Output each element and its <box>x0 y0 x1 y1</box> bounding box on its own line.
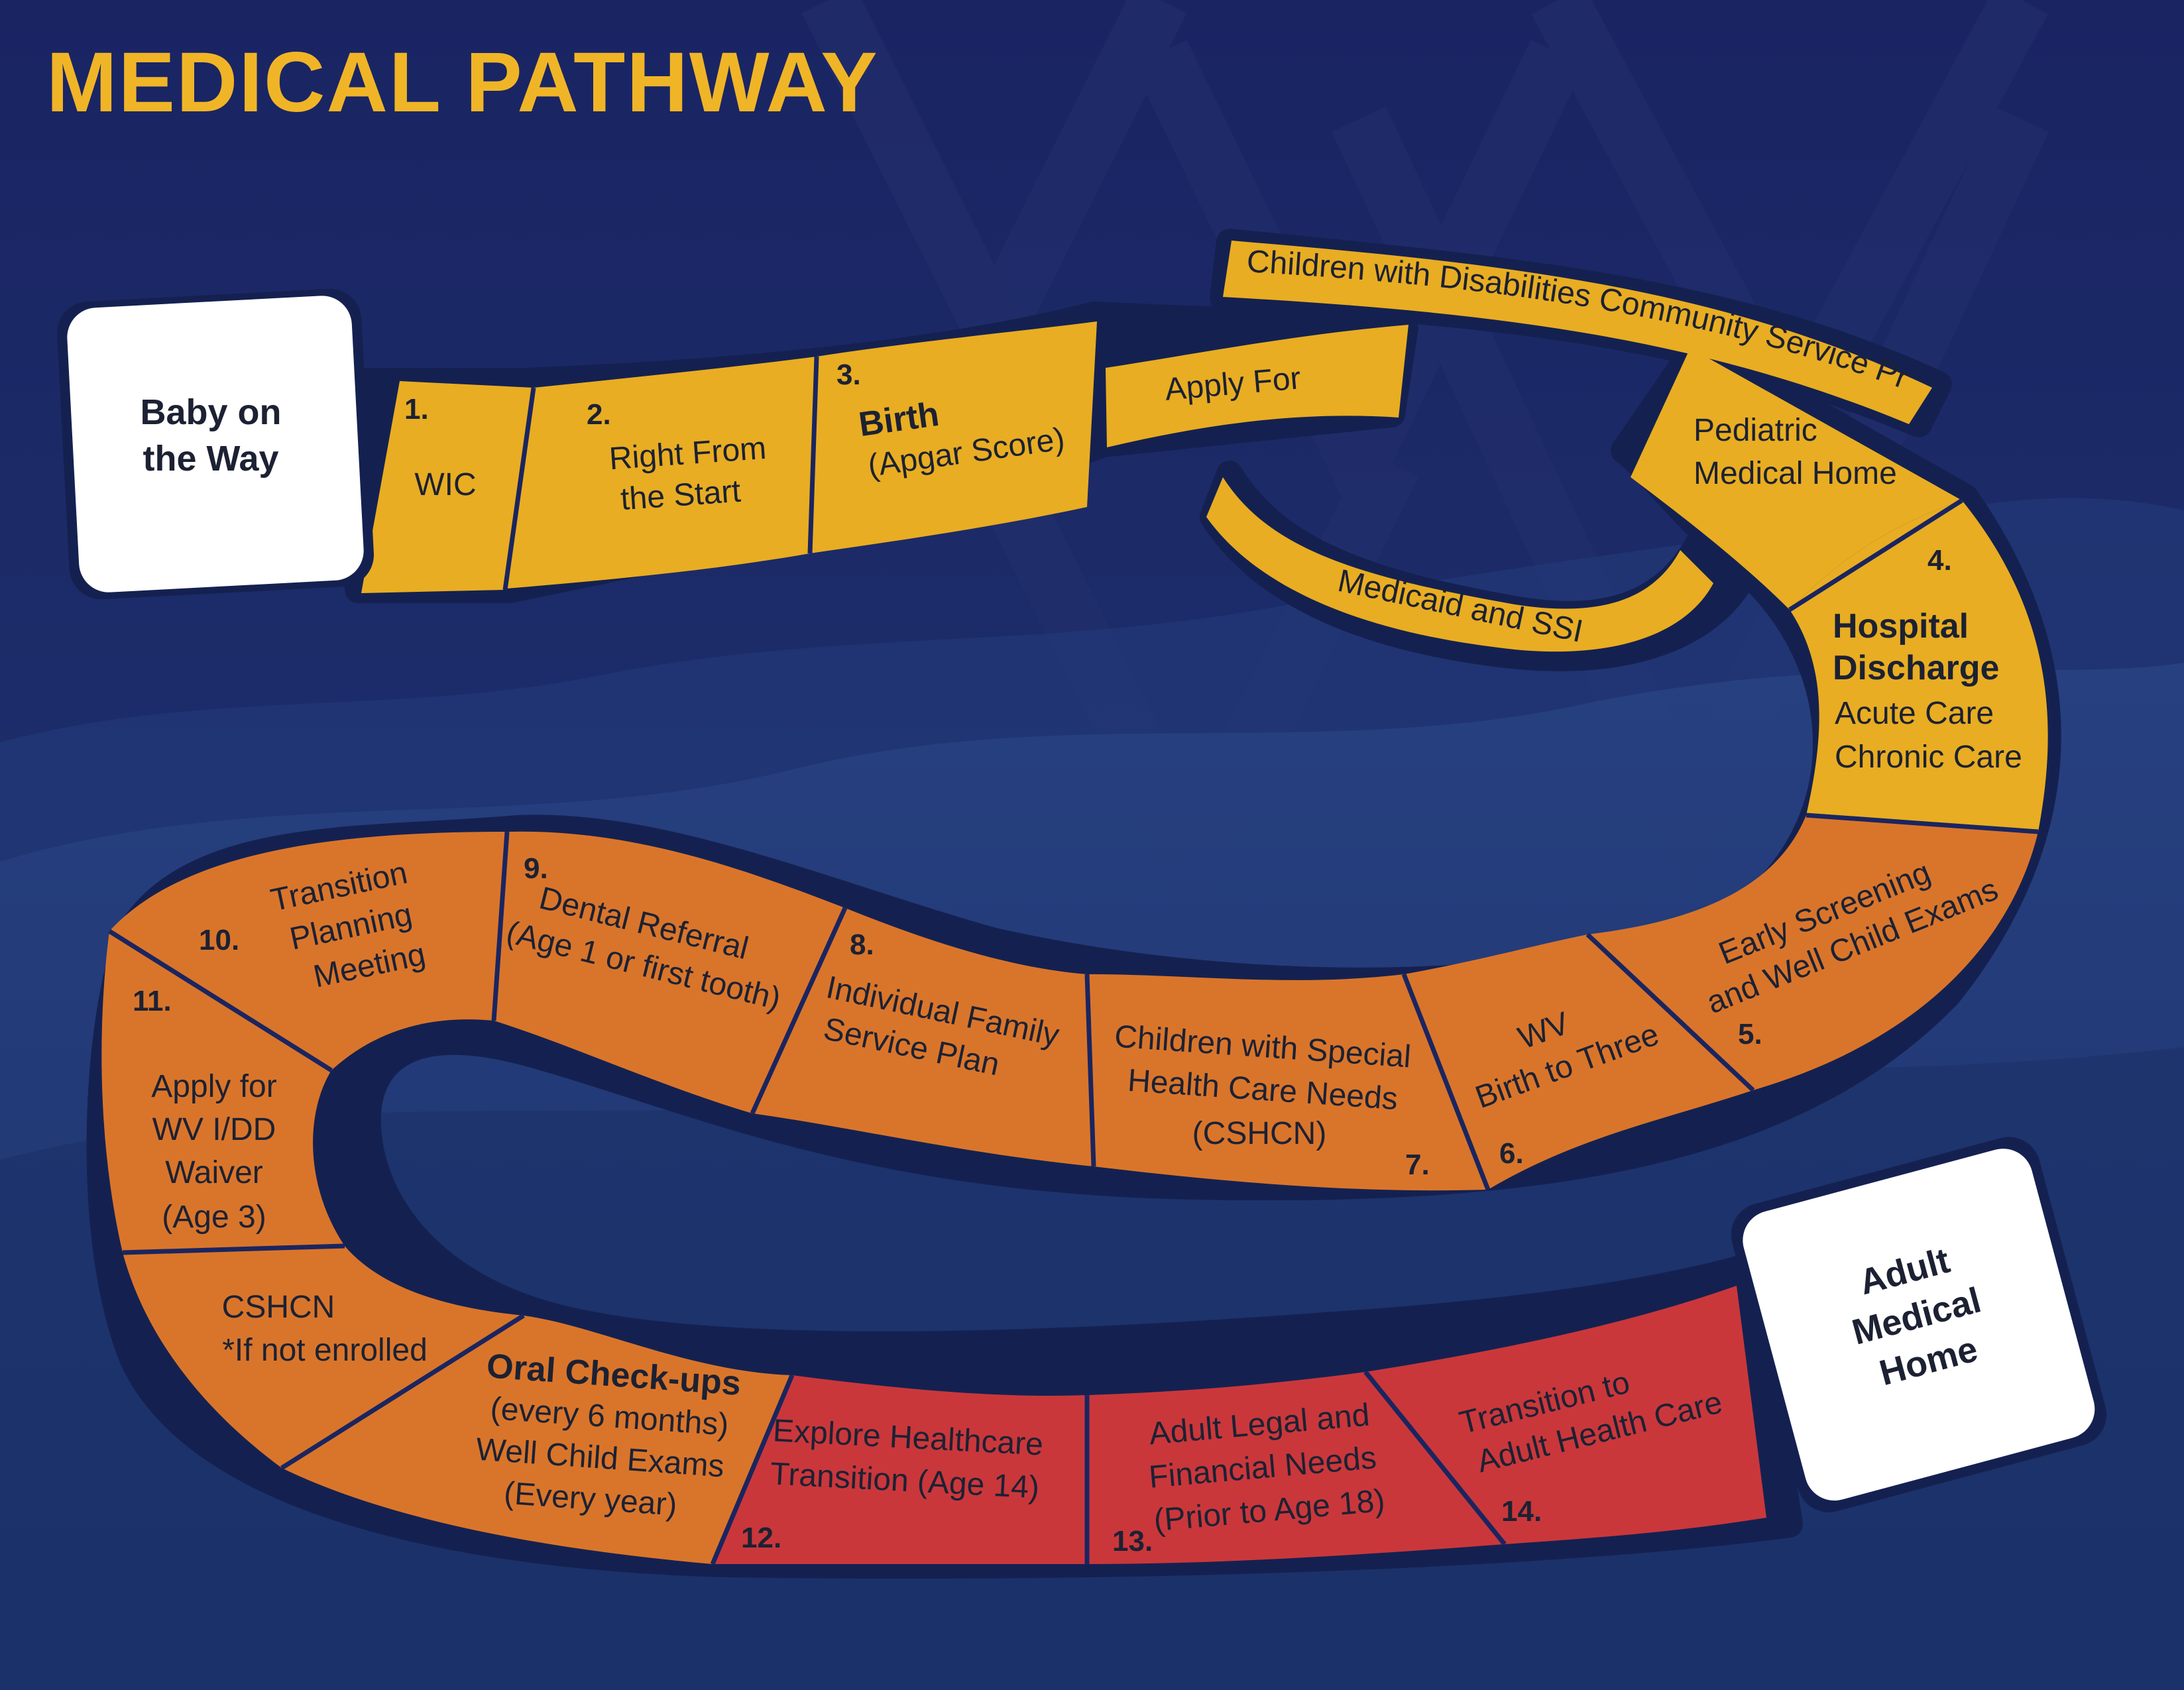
step-11-number: 11. <box>133 985 172 1017</box>
branch-apply-for[interactable] <box>1106 325 1408 447</box>
start-card-line-1: Baby on <box>140 392 281 432</box>
pediatric-line-2: Medical Home <box>1694 456 1897 491</box>
step-12-number: 12. <box>741 1522 781 1554</box>
branch-medicaid[interactable] <box>1206 477 1713 652</box>
step-1-label: WIC <box>414 467 476 502</box>
step-10-number: 10. <box>199 924 239 956</box>
step-13[interactable] <box>1087 1372 1505 1564</box>
end-card: Adult Medical Home <box>1731 1137 2106 1512</box>
step-2-number: 2. <box>587 398 611 431</box>
step-2-line-2: the Start <box>620 474 742 518</box>
step-11-line-3: Waiver <box>165 1155 263 1190</box>
step-cshcn-line-2: *If not enrolled <box>222 1333 428 1368</box>
branch-cdcsp[interactable] <box>1223 241 1932 424</box>
step-11-line-4: (Age 3) <box>162 1200 266 1235</box>
start-card-line-2: the Way <box>143 439 278 479</box>
step-8-number: 8. <box>850 929 874 961</box>
step-10[interactable] <box>109 832 507 1070</box>
pediatric-line-1: Pediatric <box>1694 413 1817 448</box>
step-oral-checkups[interactable] <box>282 1316 792 1564</box>
step-4-line-1: Acute Care <box>1835 696 1994 731</box>
step-6[interactable] <box>1404 934 1753 1190</box>
step-14-number: 14. <box>1501 1495 1542 1528</box>
step-13-number: 13. <box>1112 1525 1153 1557</box>
step-12[interactable] <box>713 1375 1087 1564</box>
step-6-number: 6. <box>1499 1137 1524 1170</box>
step-4[interactable] <box>1790 500 2048 832</box>
step-cshcn[interactable] <box>123 1246 524 1468</box>
step-1[interactable] <box>361 381 534 593</box>
step-5[interactable] <box>1587 815 2038 1090</box>
step-7[interactable] <box>1087 974 1488 1191</box>
step-9-number: 9. <box>524 852 548 885</box>
page-title: MEDICAL PATHWAY <box>46 35 879 130</box>
step-4-line-2: Chronic Care <box>1835 740 2022 775</box>
segment-dividers <box>108 498 2039 1565</box>
step-7-number: 7. <box>1405 1149 1430 1181</box>
step-3-number: 3. <box>836 359 861 391</box>
step-11[interactable] <box>101 931 345 1253</box>
step-4-number: 4. <box>1927 544 1952 577</box>
step-4-heading-2: Discharge <box>1833 649 1999 687</box>
start-card: Baby on the Way <box>56 288 374 600</box>
branch-pediatric-home[interactable] <box>1631 348 1962 610</box>
step-11-line-1: Apply for <box>151 1069 276 1104</box>
step-8[interactable] <box>752 908 1094 1166</box>
step-3[interactable] <box>810 321 1097 553</box>
step-1-number: 1. <box>404 393 429 425</box>
step-14[interactable] <box>1365 1286 1766 1544</box>
step-9[interactable] <box>494 831 845 1113</box>
step-11-line-2: WV I/DD <box>152 1112 276 1147</box>
step-2[interactable] <box>507 357 817 589</box>
step-4-heading-1: Hospital <box>1833 607 1969 646</box>
step-5-number: 5. <box>1738 1018 1762 1050</box>
step-7-line-3: (CSHCN) <box>1192 1116 1327 1151</box>
step-cshcn-line-1: CSHCN <box>222 1290 335 1325</box>
